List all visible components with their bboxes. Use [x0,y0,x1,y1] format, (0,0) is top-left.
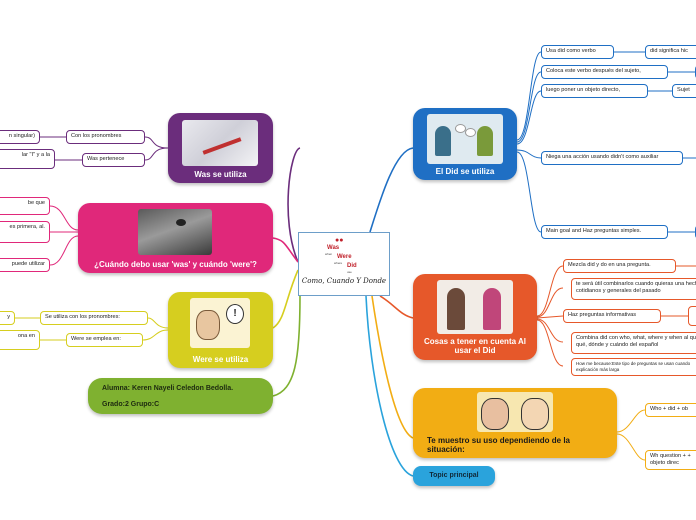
was-item-pronombres-label: Con los pronombres [71,133,122,139]
logo-word-did: Did [347,263,357,269]
pop-art-faces-image [477,392,553,432]
topic-cosas-label: Cosas a tener en cuenta Al usar el Did [424,337,526,355]
logo-small-use: use [347,270,352,274]
topic-was-label: Was se utiliza [194,170,247,179]
central-topic[interactable]: ●● Was Were Did when where use Como, Cua… [298,232,390,296]
cosas-item-mezcla[interactable]: Mezcla did y do en una pregunta. [563,259,676,273]
alumna-name: Alumna: Keren Nayeli Celedon Bedolla. [102,385,234,392]
topic-were[interactable]: ! Were se utiliza [168,292,273,368]
topic-alumna[interactable]: Alumna: Keren Nayeli Celedon Bedolla. Gr… [88,378,273,414]
was-detail-2-text: lar "I" y a la [21,152,50,158]
did-item-main-goal[interactable]: Main goal and Haz preguntas simples. [541,225,668,239]
topic-were-label: Were se utiliza [192,355,249,364]
cosas-item-informativas-label: Haz preguntas informativas [568,312,637,318]
topic-principal-label: Topic principal [429,472,479,479]
was-detail-1-text: n singular) [8,133,35,139]
were-detail-2[interactable]: ona en [0,330,40,350]
did-detail-objeto[interactable]: Sujet [672,84,696,98]
did-item-main-goal-label: Main goal and Haz preguntas simples. [546,228,642,234]
were-detail-2-text: ona en [17,333,35,339]
meeting-people-image [427,114,503,164]
was-detail-1[interactable]: n singular) [0,130,40,144]
were-detail-1-text: y [7,314,10,320]
cosas-item-how[interactable]: How me because:Este tipo de preguntas se… [571,358,696,376]
keyboard-image [138,209,212,255]
did-detail-verbo[interactable]: did significa hic [645,45,696,59]
topic-principal[interactable]: Topic principal [413,466,495,486]
cuando-detail-2[interactable]: es primera, al. [0,221,50,243]
alumna-grade: Grado:2 Grupo:C [102,401,160,408]
were-item-pronombres-label: Se utiliza con los pronombres: [45,314,120,320]
cosas-item-combinarlos-label: te será útil combinarlos cuando quieras … [576,281,696,294]
flag-icon: ●● [335,237,344,244]
topic-was[interactable]: Was se utiliza [168,113,273,183]
did-item-sujeto[interactable]: Coloca este verbo después del sujeto, [541,65,668,79]
logo-small-where: where [334,261,343,265]
was-item-pronombres[interactable]: Con los pronombres [66,130,145,144]
cuando-detail-1-text: be que [27,200,45,206]
were-item-emplea-label: Were se emplea en: [71,336,121,342]
logo-word-was: Was [327,245,340,251]
cosas-item-how-label: How me because:Este tipo de preguntas se… [576,361,691,372]
cuando-detail-2-text: es primera, al. [9,224,45,230]
did-item-objeto[interactable]: luego poner un objeto directo, [541,84,648,98]
topic-did-label: El Did se utiliza [435,167,495,176]
cuando-detail-1[interactable]: be que [0,197,50,215]
situacion-item-who[interactable]: Who + did + ob [645,403,696,417]
situacion-item-wh[interactable]: Wh question + + objeto direc [645,450,696,470]
cuando-detail-3[interactable]: puede utilizar [0,258,50,272]
were-item-pronombres[interactable]: Se utiliza con los pronombres: [40,311,148,325]
two-women-image [437,280,513,334]
did-item-objeto-label: luego poner un objeto directo, [546,87,621,93]
situacion-item-wh-label: Wh question + + objeto direc [650,453,691,466]
topic-cosas[interactable]: Cosas a tener en cuenta Al usar el Did [413,274,537,360]
did-item-sujeto-label: Coloca este verbo después del sujeto, [546,68,641,74]
cosas-item-mezcla-label: Mezcla did y do en una pregunta. [568,262,651,268]
cosas-detail-informativas[interactable] [688,306,696,326]
central-logo: ●● Was Were Did when where use [325,237,365,277]
did-item-niega[interactable]: Niega una acción usando didn't como auxi… [541,151,683,165]
topic-situacion-label: Te muestro su uso dependiendo de la situ… [427,436,570,454]
did-item-niega-label: Niega una acción usando didn't como auxi… [546,154,659,160]
topic-cuando-label: ¿Cuándo debo usar 'was' y cuándo 'were'? [94,260,257,269]
topic-cuando[interactable]: ¿Cuándo debo usar 'was' y cuándo 'were'? [78,203,273,273]
writing-hand-image [182,120,258,166]
cosas-item-combinarlos[interactable]: te será útil combinarlos cuando quieras … [571,278,696,300]
did-item-verbo-label: Usa did como verbo [546,48,596,54]
topic-situacion[interactable]: Te muestro su uso dependiendo de la situ… [413,388,617,458]
topic-did[interactable]: El Did se utiliza [413,108,517,180]
logo-word-were: Were [337,254,352,260]
cosas-item-combina-label: Combina did con who, what, where y when … [576,335,696,348]
did-item-verbo[interactable]: Usa did como verbo [541,45,614,59]
was-detail-2[interactable]: lar "I" y a la [0,149,55,169]
cosas-item-informativas[interactable]: Haz preguntas informativas [563,309,661,323]
situacion-item-who-label: Who + did + ob [650,406,688,412]
cuando-detail-3-text: puede utilizar [11,261,45,267]
were-detail-1[interactable]: y [0,311,15,325]
comic-speaker-image: ! [190,298,250,348]
logo-small-when: when [325,252,333,256]
cosas-item-combina[interactable]: Combina did con who, what, where y when … [571,332,696,354]
were-item-emplea[interactable]: Were se emplea en: [66,333,143,347]
did-detail-objeto-text: Sujet [677,87,690,93]
was-item-pertenece-label: Was pertenece [87,156,125,162]
central-title: Como, Cuando Y Donde [301,277,387,285]
was-item-pertenece[interactable]: Was pertenece [82,153,145,167]
did-detail-verbo-text: did significa hic [650,48,688,54]
